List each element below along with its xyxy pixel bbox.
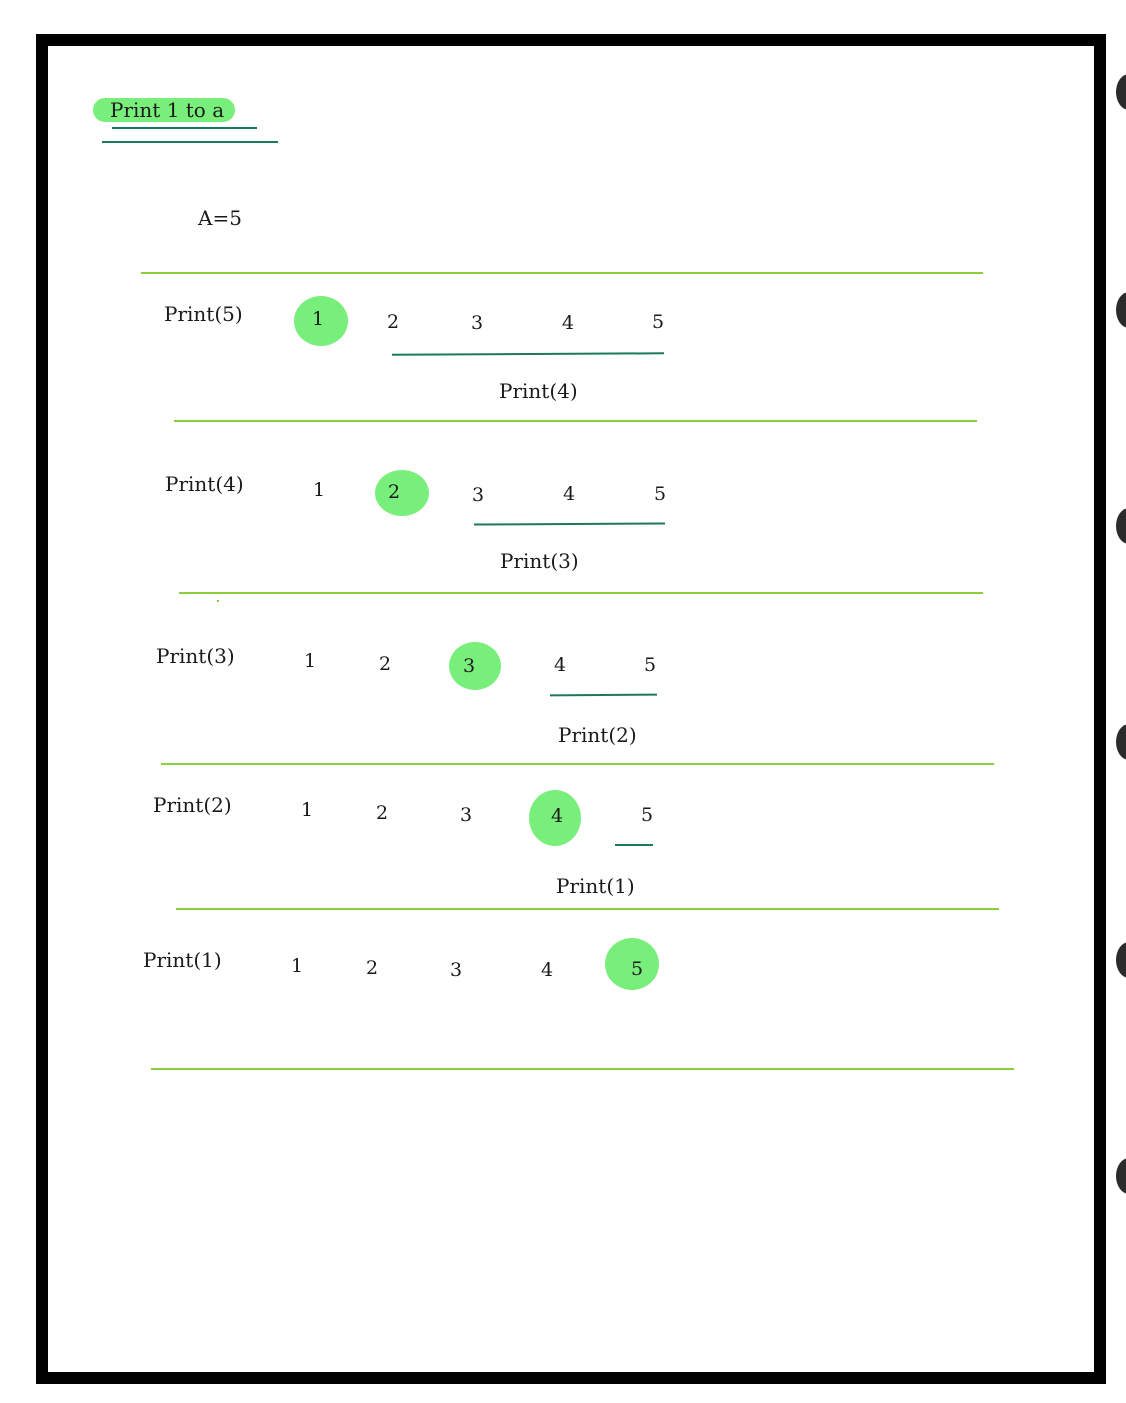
- sequence-number: 5: [653, 483, 667, 505]
- sequence-number: 2: [387, 481, 401, 503]
- separator-rule: [141, 272, 983, 274]
- sequence-number: 5: [643, 654, 657, 676]
- call-label: Print(3): [156, 644, 235, 668]
- sequence-number: 1: [312, 479, 326, 501]
- sub-call-label: Print(2): [558, 723, 637, 747]
- sequence-number: 2: [375, 802, 389, 824]
- call-label: Print(1): [143, 948, 222, 972]
- sequence-number: 4: [540, 959, 554, 981]
- number-highlight: [529, 790, 581, 846]
- sequence-number: 4: [553, 654, 567, 676]
- sequence-number: 5: [651, 311, 665, 333]
- number-highlight: [605, 938, 659, 990]
- sub-call-label: Print(1): [556, 874, 635, 898]
- separator-rule: [176, 908, 999, 910]
- recursion-underline: [615, 844, 653, 846]
- sequence-number: 2: [365, 957, 379, 979]
- number-highlight: [449, 642, 501, 690]
- sequence-number: 1: [311, 308, 325, 330]
- separator-rule: [151, 1068, 1014, 1070]
- sequence-number: 1: [290, 955, 304, 977]
- margin-hole: [1116, 1158, 1126, 1194]
- sequence-number: 3: [462, 655, 476, 677]
- call-label: Print(4): [165, 472, 244, 496]
- page-title: Print 1 to a: [110, 98, 225, 122]
- separator-rule: [161, 763, 994, 765]
- separator-rule: [174, 420, 977, 422]
- sequence-number: 5: [630, 958, 644, 980]
- title-underline: [112, 127, 257, 129]
- margin-hole: [1116, 724, 1126, 760]
- call-label: Print(5): [164, 302, 243, 326]
- sequence-number: 1: [300, 799, 314, 821]
- number-highlight: [375, 470, 429, 516]
- sequence-number: 4: [550, 805, 564, 827]
- stray-dot: [217, 600, 219, 602]
- margin-hole: [1116, 942, 1126, 978]
- sequence-number: 3: [449, 959, 463, 981]
- margin-hole: [1116, 74, 1126, 110]
- sequence-number: 2: [378, 653, 392, 675]
- sequence-number: 1: [303, 650, 317, 672]
- sequence-number: 3: [459, 804, 473, 826]
- title-underline-2: [102, 141, 278, 143]
- margin-hole: [1116, 508, 1126, 544]
- sequence-number: 3: [471, 484, 485, 506]
- sequence-number: 4: [561, 312, 575, 334]
- margin-hole: [1116, 292, 1126, 328]
- sequence-number: 4: [562, 483, 576, 505]
- page-frame: [36, 34, 1106, 1384]
- assignment: A=5: [198, 206, 242, 230]
- sub-call-label: Print(3): [500, 549, 579, 573]
- title-highlight: [93, 98, 235, 122]
- number-highlight: [294, 296, 348, 346]
- separator-rule: [179, 592, 983, 594]
- sequence-number: 3: [470, 312, 484, 334]
- sequence-number: 5: [640, 804, 654, 826]
- call-label: Print(2): [153, 793, 232, 817]
- sequence-number: 2: [386, 311, 400, 333]
- sub-call-label: Print(4): [499, 379, 578, 403]
